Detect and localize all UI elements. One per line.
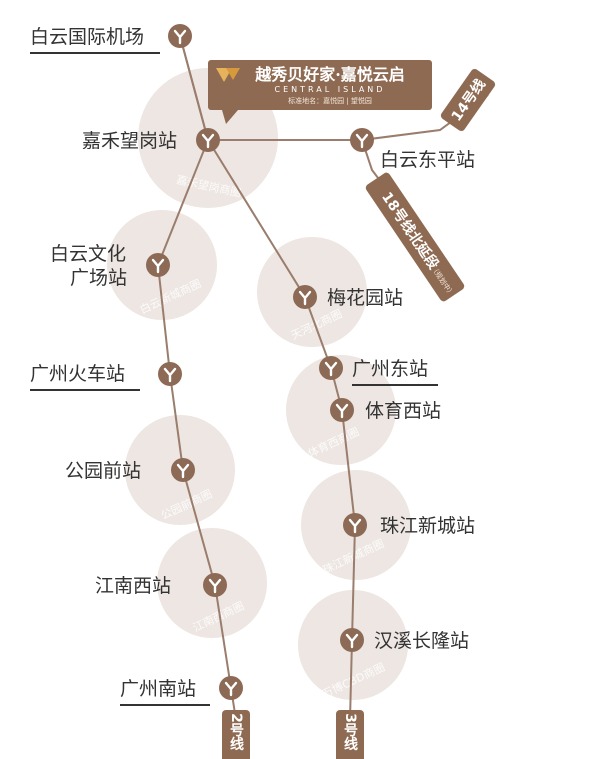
line-3-label: 3号线 (342, 713, 358, 752)
line-2-label: 2号线 (228, 713, 244, 752)
metro-station-icon[interactable] (341, 511, 369, 539)
station-jiahe-wanggang[interactable]: 嘉禾望岗站 (82, 130, 177, 152)
metro-station-icon[interactable] (338, 626, 366, 654)
station-tiyu-xi[interactable]: 体育西站 (365, 400, 441, 422)
brand-title: 越秀贝好家·嘉悦云启 (254, 65, 405, 84)
station-gongyuanqian[interactable]: 公园前站 (65, 460, 141, 482)
line-14-tag: 14号线 (440, 68, 496, 132)
line-3-tag: 3号线 (336, 710, 364, 759)
station-zhujiang-newtown[interactable]: 珠江新城站 (380, 515, 475, 537)
station-guangzhou-railway[interactable]: 广州火车站 (30, 363, 125, 385)
station-baiyun-dongping[interactable]: 白云东平站 (380, 149, 475, 171)
metro-station-icon[interactable] (217, 674, 245, 702)
brand-logo-icon (216, 68, 240, 82)
metro-station-icon[interactable] (169, 456, 197, 484)
metro-station-icon[interactable] (328, 396, 356, 424)
line-18-label: 18号线北延段 (378, 189, 442, 273)
metro-station-icon[interactable] (166, 22, 194, 50)
station-baiyun-culture-1[interactable]: 白云文化 (50, 243, 126, 265)
metro-station-icon[interactable] (194, 126, 222, 154)
metro-station-icon[interactable] (156, 360, 184, 388)
station-baiyun-airport[interactable]: 白云国际机场 (30, 26, 144, 48)
brand-subtitle: CENTRAL ISLAND (275, 85, 386, 94)
station-jiangnan-xi[interactable]: 江南西站 (95, 575, 171, 597)
metro-station-icon[interactable] (291, 283, 319, 311)
line-2-tag: 2号线 (222, 710, 250, 759)
line-3-path (179, 35, 357, 721)
metro-station-icon[interactable] (317, 354, 345, 382)
line-2-path (156, 35, 237, 721)
station-guangzhou-east[interactable]: 广州东站 (352, 358, 428, 380)
station-hanxi-changlong[interactable]: 汉溪长隆站 (374, 630, 469, 652)
station-labels: 白云国际机场 嘉禾望岗站 白云东平站 白云文化 广场站 梅花园站 广州火车站 广… (30, 26, 475, 706)
line-18-tag: 18号线北延段 （规划中） (365, 172, 465, 302)
station-guangzhou-south[interactable]: 广州南站 (120, 678, 196, 700)
brand-note: 标准地名：嘉悦园 | 望悦园 (288, 96, 372, 105)
brand-banner: 越秀贝好家·嘉悦云启 CENTRAL ISLAND 标准地名：嘉悦园 | 望悦园 (208, 60, 432, 124)
metro-station-icon[interactable] (144, 251, 172, 279)
metro-station-icon[interactable] (348, 126, 376, 154)
station-baiyun-culture-2[interactable]: 广场站 (70, 267, 127, 289)
metro-station-icon[interactable] (201, 571, 229, 599)
station-meihuayuan[interactable]: 梅花园站 (327, 287, 403, 309)
